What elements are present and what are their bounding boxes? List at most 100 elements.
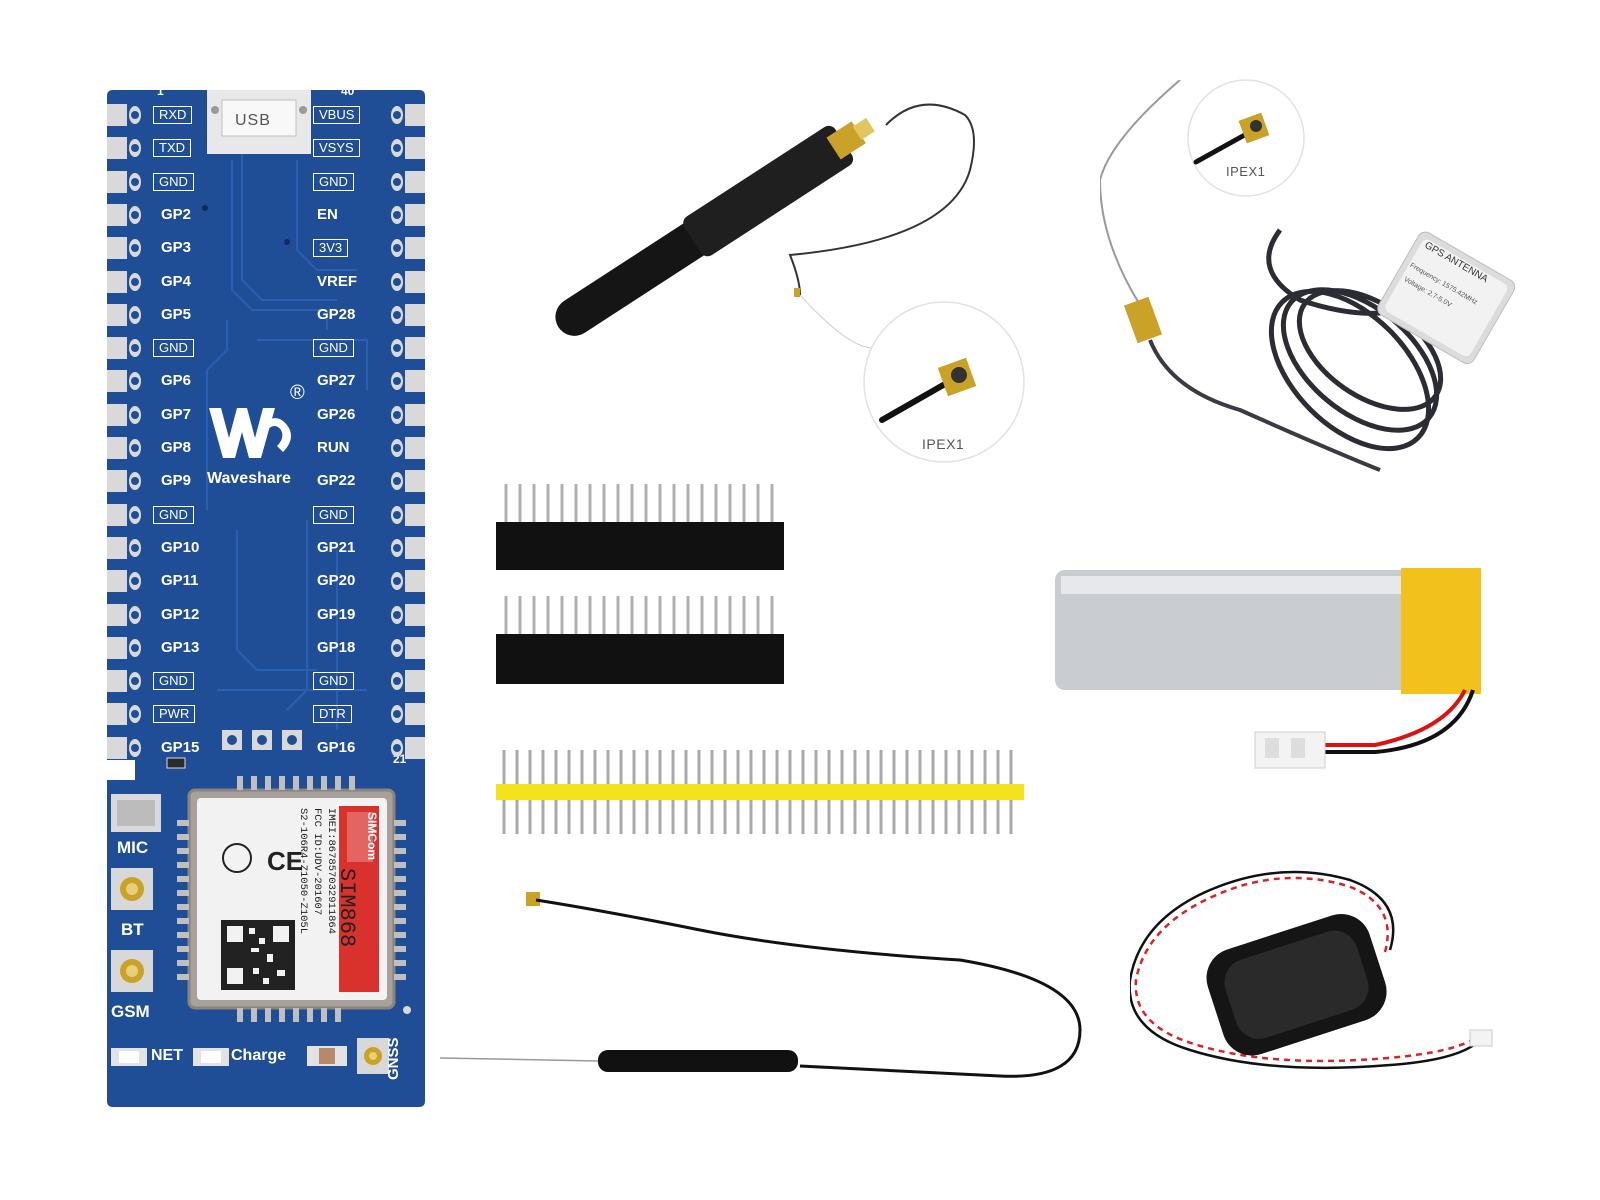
pin-label-right: RUN <box>317 439 350 456</box>
pin-pad <box>107 237 141 260</box>
pin-label-right: GP22 <box>317 472 356 490</box>
sim868-module: CE SIMCom SIM868 IMEI:867857032911864 FC… <box>197 798 387 1000</box>
pin-label-right: GP19 <box>317 605 356 623</box>
ipex-callout-right <box>1187 79 1305 197</box>
module-art <box>221 806 379 992</box>
pin-pad <box>107 203 141 226</box>
pin-label-right: GP28 <box>317 305 356 323</box>
pin-pad <box>391 437 425 459</box>
pin-pad <box>107 370 141 393</box>
pin-number-40: 40 <box>341 84 355 98</box>
speaker <box>1130 870 1493 1070</box>
pin-label-left: GND <box>153 672 194 691</box>
pin-pad <box>391 670 425 693</box>
male-header <box>496 750 1024 834</box>
pin-pad <box>391 603 425 626</box>
pin-pad <box>107 170 141 193</box>
pin-label-left: GP2 <box>161 205 192 223</box>
pin-pad <box>107 104 141 126</box>
pin-label-left: GP7 <box>161 405 192 423</box>
pin-label-right: GP26 <box>317 405 356 423</box>
wire-antenna <box>440 892 1082 1078</box>
pin-pad <box>391 370 425 393</box>
ipex-callout-left <box>863 301 1025 463</box>
pin-pad <box>391 337 425 360</box>
pin-label-right: VSYS <box>313 139 360 158</box>
pin-pad <box>107 470 141 493</box>
pin-pad <box>391 736 425 759</box>
pin-label-right: GP21 <box>317 538 356 556</box>
pin-pad <box>391 203 425 226</box>
module-fcc: FCC ID:UDV-201607 <box>311 808 323 916</box>
pin-label-left: GP10 <box>161 538 200 556</box>
registered-mark: ® <box>290 382 305 404</box>
pin-pad <box>391 170 425 193</box>
pin-pad <box>391 403 425 426</box>
gsm-label: GSM <box>111 1002 150 1021</box>
pin-pad <box>107 736 141 759</box>
pin-label-left: PWR <box>153 705 196 724</box>
pin-label-right: EN <box>317 205 338 223</box>
pin-pad <box>391 536 425 559</box>
pin-label-left: GP13 <box>161 638 200 656</box>
gps-antenna <box>1100 80 1516 472</box>
net-label: NET <box>151 1047 183 1064</box>
usb-label: USB <box>235 112 271 129</box>
pin-label-right: GND <box>313 672 354 691</box>
module-model: SIM868 <box>334 868 359 948</box>
ce-mark: CE <box>267 846 304 876</box>
pin-label-right: GND <box>313 339 354 358</box>
pin-label-right: DTR <box>313 705 352 724</box>
pin-label-left: GND <box>153 339 194 358</box>
module-brand: SIMCom <box>365 812 379 860</box>
pin-label-left: GP3 <box>161 239 192 257</box>
bt-label: BT <box>121 920 144 939</box>
pin-pad <box>107 503 141 526</box>
pin-pad <box>391 636 425 659</box>
lipo-battery <box>1055 568 1481 769</box>
pin-label-left: GP12 <box>161 605 200 623</box>
pin-pad <box>107 303 141 326</box>
ipex-callout-right-label: IPEX1 <box>1226 164 1266 179</box>
pin-pad <box>107 403 141 426</box>
pin-pad <box>391 703 425 726</box>
pin-label-left: GND <box>153 172 194 191</box>
pin-pad <box>107 570 141 593</box>
pin-pad <box>391 470 425 493</box>
pin-label-left: GP5 <box>161 305 192 323</box>
pin-pad <box>107 270 141 293</box>
pin-pad <box>391 270 425 293</box>
gnss-label: GNSS <box>385 1037 402 1080</box>
pin-pad <box>391 570 425 593</box>
pin-pad <box>107 337 141 360</box>
pin-label-right: VREF <box>317 272 358 290</box>
pin-pad <box>107 670 141 693</box>
pin-number-1: 1 <box>157 84 164 98</box>
pin-pad <box>107 437 141 459</box>
pin-pad <box>107 137 141 160</box>
brand-label: Waveshare <box>207 470 291 487</box>
pin-label-right: GND <box>313 172 354 191</box>
pin-pad <box>107 703 141 726</box>
pin-pad <box>391 104 425 126</box>
pin-label-left: GND <box>153 505 194 524</box>
pin-pad <box>391 503 425 526</box>
pin-label-right: VBUS <box>313 106 361 124</box>
pin-label-right: GP27 <box>317 372 356 390</box>
pin-pad <box>391 303 425 326</box>
waveshare-logo-icon <box>209 408 291 458</box>
pin-label-right: 3V3 <box>313 239 349 258</box>
pin-label-left: GP15 <box>161 738 200 756</box>
charge-label: Charge <box>231 1047 287 1064</box>
module-imei: IMEI:867857032911864 <box>325 808 337 935</box>
pin-label-left: GP8 <box>161 439 192 456</box>
pin-pad <box>107 603 141 626</box>
pin-label-left: RXD <box>153 106 193 124</box>
pin-pad <box>391 137 425 160</box>
pin-label-left: GP9 <box>161 472 192 490</box>
pin-label-left: GP6 <box>161 372 192 390</box>
pin-label-right: GP20 <box>317 572 356 590</box>
pin-pad <box>107 636 141 659</box>
ipex-callout-left-label: IPEX1 <box>922 436 965 452</box>
